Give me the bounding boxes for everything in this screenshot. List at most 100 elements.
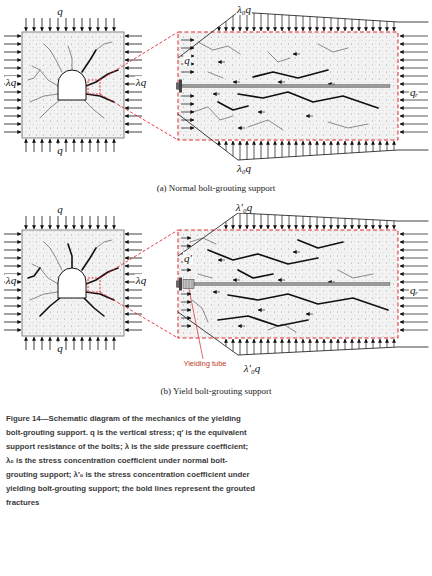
load-label: λ₀q	[236, 3, 252, 15]
load-arrow	[247, 213, 248, 229]
load-arrow	[282, 141, 283, 157]
load-arrow	[400, 258, 428, 259]
load-arrow	[125, 100, 142, 101]
load-label: λ₀q	[236, 162, 252, 174]
load-label: q	[56, 342, 64, 354]
load-arrow	[26, 139, 27, 152]
load-arrow	[219, 141, 220, 145]
load-arrow	[4, 266, 21, 267]
crack	[68, 46, 72, 70]
load-arrow	[306, 116, 313, 117]
load-arrow	[400, 314, 428, 315]
load-arrow	[4, 100, 21, 101]
crack	[193, 107, 233, 120]
load-label: q	[56, 203, 64, 215]
load-arrow	[218, 62, 225, 63]
rock-mass	[22, 32, 124, 138]
zoom-window	[88, 80, 100, 94]
load-arrow	[125, 322, 142, 323]
load-arrow	[324, 217, 325, 229]
tube-leader	[189, 289, 203, 359]
zoom-leader	[100, 32, 178, 80]
load-arrow	[26, 216, 27, 229]
grouted-fracture	[86, 292, 114, 300]
load-arrow	[400, 52, 428, 53]
load-arrow	[400, 266, 428, 267]
load-arrow	[310, 141, 311, 156]
load-arrow	[317, 339, 318, 351]
panel-caption: (a) Normal bolt-grouting support	[156, 182, 277, 194]
load-arrow	[338, 218, 339, 229]
load-arrow	[400, 322, 428, 323]
load-arrow	[98, 337, 99, 350]
grouted-fracture	[218, 102, 248, 110]
load-arrow	[219, 27, 220, 31]
load-arrow	[254, 214, 255, 229]
load-arrow	[400, 84, 428, 85]
load-arrow	[317, 141, 318, 155]
load-arrow	[366, 141, 367, 152]
grouted-fracture	[86, 94, 114, 102]
grouted-fracture	[28, 268, 40, 278]
load-arrow	[34, 216, 35, 229]
load-arrow	[34, 337, 35, 350]
roadway-section	[58, 268, 86, 298]
load-arrow	[254, 13, 255, 31]
load-arrow	[366, 339, 367, 349]
load-arrow	[380, 141, 381, 151]
load-arrow	[303, 141, 304, 156]
load-arrow	[125, 36, 142, 37]
load-arrow	[114, 337, 115, 350]
load-arrow	[42, 139, 43, 152]
load-arrow	[90, 139, 91, 152]
grouted-fracture	[298, 240, 343, 248]
load-arrow	[26, 337, 27, 350]
load-arrow	[373, 220, 374, 229]
load-arrow	[394, 221, 395, 229]
load-arrow	[226, 222, 227, 229]
grouted-fracture	[238, 270, 273, 278]
load-arrow	[114, 139, 115, 152]
crack	[198, 42, 240, 54]
load-arrow	[394, 22, 395, 31]
load-arrow	[400, 306, 428, 307]
load-arrow	[98, 139, 99, 152]
load-arrow	[4, 290, 21, 291]
stress-envelope	[178, 213, 428, 256]
crack	[190, 238, 216, 244]
yielding-tube	[183, 280, 194, 289]
load-arrow	[331, 218, 332, 229]
load-arrow	[296, 339, 297, 352]
load-arrow	[317, 217, 318, 229]
load-arrow	[213, 94, 220, 95]
bearing-plate	[179, 80, 182, 93]
load-arrow	[359, 20, 360, 31]
load-arrow	[352, 141, 353, 153]
load-arrow	[181, 326, 191, 327]
load-arrow	[400, 298, 428, 299]
load-arrow	[380, 21, 381, 31]
load-arrow	[400, 250, 428, 251]
grouted-fracture	[238, 92, 378, 108]
load-arrow	[296, 141, 297, 156]
load-arrow	[394, 339, 395, 347]
load-arrow	[289, 216, 290, 229]
load-arrow	[82, 337, 83, 350]
load-label: λ′₀q	[243, 362, 262, 374]
load-arrow	[90, 216, 91, 229]
load-arrow	[4, 132, 21, 133]
bolt-rod	[194, 283, 390, 286]
load-arrow	[345, 339, 346, 350]
load-arrow	[400, 108, 428, 109]
load-arrow	[125, 330, 142, 331]
load-arrow	[125, 92, 142, 93]
load-arrow	[125, 250, 142, 251]
load-arrow	[181, 48, 194, 49]
zoom-leader	[100, 94, 178, 140]
load-arrow	[387, 339, 388, 348]
enlarged-rock	[178, 230, 398, 338]
stress-envelope	[178, 312, 428, 355]
load-arrow	[4, 44, 21, 45]
bolt-nut	[176, 281, 179, 288]
load-arrow	[400, 68, 428, 69]
